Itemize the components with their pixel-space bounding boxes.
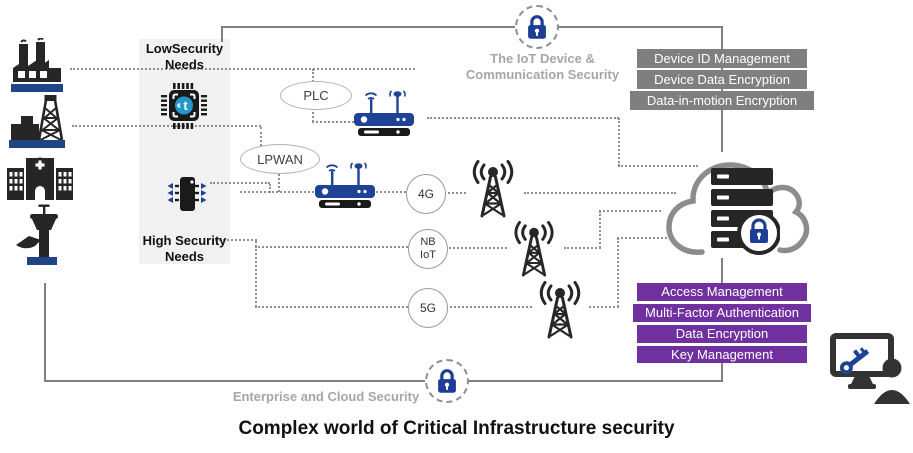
- cloud-security-box: Data Encryption: [637, 325, 807, 343]
- key-management-label: Key Management: [671, 347, 773, 362]
- low-security-line2: Needs: [164, 57, 205, 72]
- iot-security-caption-line2: Communication Security: [465, 67, 620, 82]
- dotted-connector: [255, 241, 257, 307]
- dotted-connector: [564, 247, 601, 249]
- router-icon: [354, 90, 414, 136]
- dotted-connector: [72, 125, 261, 127]
- plc-oval: PLC: [280, 81, 352, 110]
- secure-server-icon: [711, 168, 780, 255]
- cell-tower-icon: [514, 221, 554, 277]
- dotted-connector: [446, 247, 507, 249]
- network-4g-label: 4G: [417, 186, 434, 201]
- network-5g-label: 5G: [419, 300, 436, 315]
- dotted-connector: [255, 246, 408, 248]
- network-nb-label: NB: [420, 236, 436, 248]
- key-icon: [839, 347, 870, 375]
- data-in-motion-encryption-label: Data-in-motion Encryption: [646, 93, 798, 108]
- secure-chip-icon: [167, 177, 207, 211]
- dotted-connector: [278, 171, 280, 192]
- dotted-connector: [589, 306, 619, 308]
- device-security-box: Device ID Management: [637, 49, 807, 68]
- dotted-connector: [617, 238, 619, 307]
- dotted-connector: [427, 117, 619, 119]
- airport-tower-icon: [16, 204, 58, 265]
- solid-line-top: [221, 26, 723, 28]
- page-title: Complex world of Critical Infrastructure…: [100, 418, 813, 440]
- dotted-connector: [212, 239, 257, 241]
- dotted-connector: [617, 237, 667, 239]
- router-icon: [315, 162, 375, 208]
- lpwan-oval: LPWAN: [240, 144, 320, 174]
- hospital-icon: [7, 157, 73, 200]
- admin-monitor-icon: [830, 333, 910, 404]
- high-security-label: High Security Needs: [139, 233, 230, 265]
- dotted-connector: [70, 68, 415, 70]
- low-security-label: LowSecurity Needs: [139, 41, 230, 73]
- device-security-box: Data-in-motion Encryption: [630, 91, 814, 110]
- page-title-text: Complex world of Critical Infrastructure…: [238, 418, 675, 439]
- dotted-connector: [312, 69, 314, 82]
- device-security-box: Device Data Encryption: [637, 70, 807, 89]
- cell-tower-icon: [472, 160, 514, 218]
- network-4g-node: 4G: [406, 174, 446, 214]
- dotted-connector: [260, 127, 262, 146]
- device-data-encryption-label: Device Data Encryption: [654, 72, 790, 87]
- network-iot-label: IoT: [420, 249, 436, 261]
- solid-line: [221, 26, 223, 42]
- solid-line: [721, 258, 723, 284]
- dotted-connector: [255, 306, 408, 308]
- security-needs-panel: [139, 39, 230, 264]
- enterprise-security-caption-text: Enterprise and Cloud Security: [232, 389, 420, 404]
- lpwan-label: LPWAN: [257, 151, 303, 167]
- enterprise-security-caption: Enterprise and Cloud Security: [230, 389, 422, 405]
- dotted-connector: [599, 211, 601, 248]
- iot-security-caption: The IoT Device & Communication Security: [455, 51, 630, 83]
- data-encryption-label: Data Encryption: [675, 326, 769, 341]
- enterprise-security-lock-badge: [425, 359, 469, 403]
- iot-security-caption-line1: The IoT Device &: [490, 51, 595, 66]
- plc-label: PLC: [303, 88, 329, 103]
- dotted-connector: [312, 108, 314, 122]
- iot-security-lock-badge: [515, 5, 559, 49]
- chip-logo-letter: t: [183, 98, 188, 113]
- person-icon: [882, 358, 902, 378]
- access-management-label: Access Management: [661, 284, 783, 299]
- dotted-connector: [618, 165, 698, 167]
- solid-line: [44, 283, 46, 382]
- high-security-line1: High Security: [142, 233, 227, 248]
- high-security-line2: Needs: [164, 249, 205, 264]
- multi-factor-authentication-label: Multi-Factor Authentication: [645, 305, 799, 320]
- dotted-connector: [446, 306, 532, 308]
- lock-icon: [438, 369, 456, 393]
- network-nbiot-node: NB IoT: [408, 229, 448, 269]
- cloud-security-box: Access Management: [637, 283, 807, 301]
- dotted-connector: [444, 192, 466, 194]
- dotted-connector: [524, 192, 676, 194]
- lock-icon: [528, 15, 546, 39]
- solid-line: [721, 26, 723, 152]
- dotted-connector: [312, 121, 358, 123]
- low-security-line1: LowSecurity: [145, 41, 224, 56]
- iot-chip-icon: t: [161, 83, 207, 129]
- dotted-connector: [599, 210, 661, 212]
- cell-tower-icon: [539, 281, 581, 339]
- cloud-security-box: Key Management: [637, 346, 807, 363]
- cloud-security-box: Multi-Factor Authentication: [633, 304, 811, 322]
- solid-line-bottom: [44, 380, 723, 382]
- device-id-management-label: Device ID Management: [654, 51, 790, 66]
- dotted-connector: [210, 182, 270, 184]
- refinery-icon: [9, 95, 65, 148]
- network-5g-node: 5G: [408, 288, 448, 328]
- dotted-connector: [269, 184, 271, 193]
- solid-line: [721, 361, 723, 382]
- factory-icon: [11, 38, 63, 92]
- dotted-connector: [618, 118, 620, 166]
